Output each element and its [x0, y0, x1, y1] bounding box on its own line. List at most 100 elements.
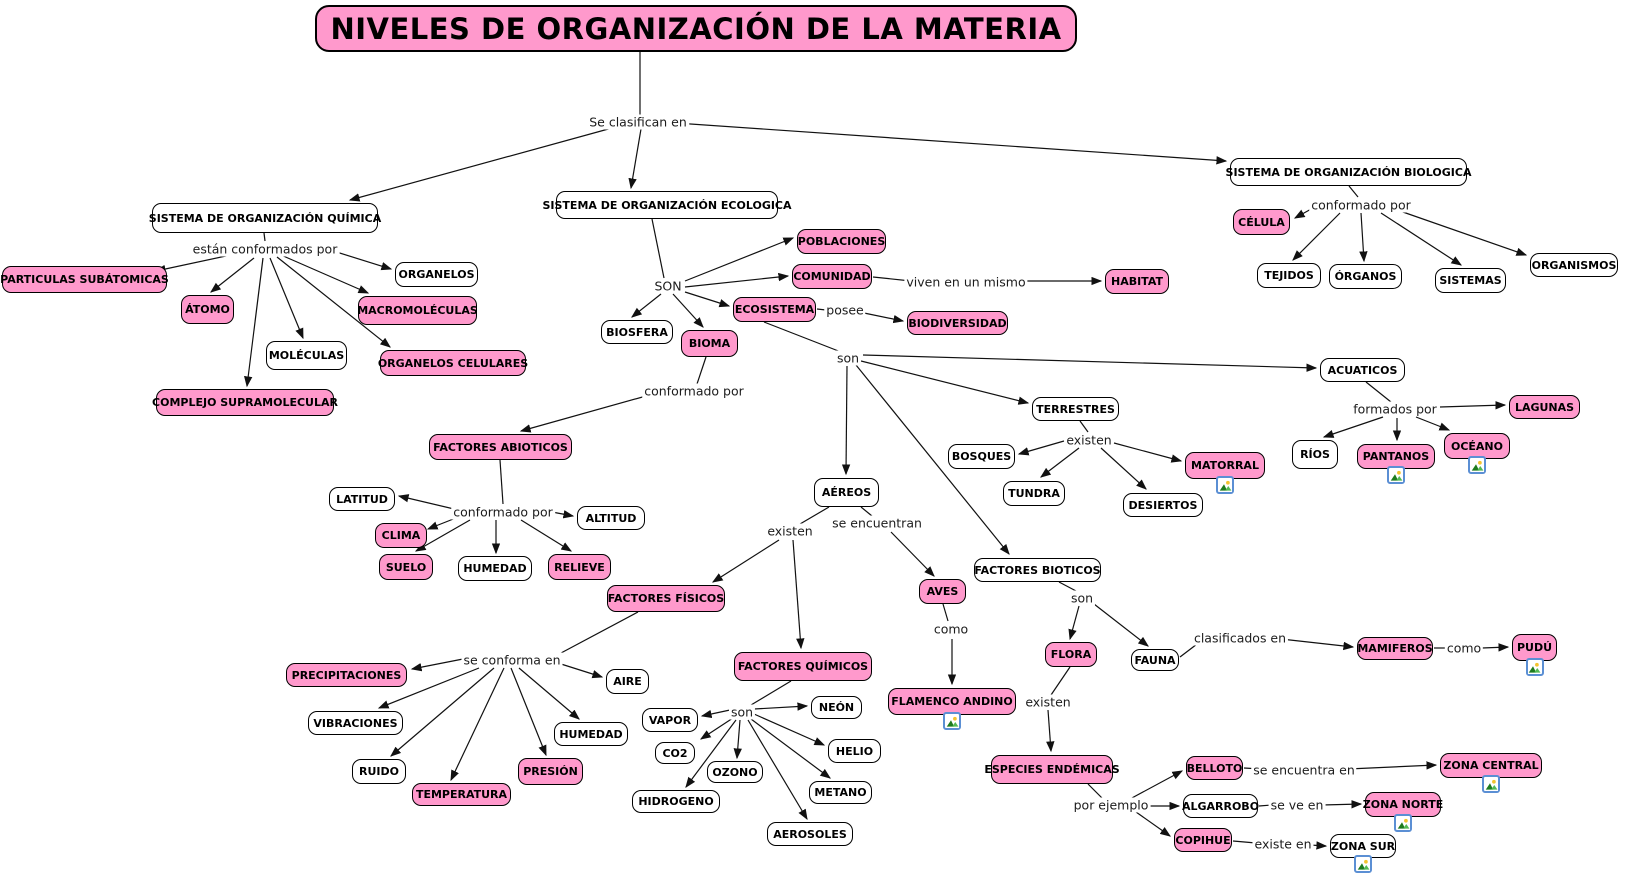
node-biodiversidad[interactable]: BIODIVERSIDAD [907, 311, 1008, 335]
node-precipitaciones[interactable]: PRECIPITACIONES [286, 663, 407, 687]
image-resource-icon[interactable] [943, 712, 961, 730]
node-latitud[interactable]: LATITUD [329, 487, 395, 511]
link-label-se-encuentran[interactable]: se encuentran [830, 515, 924, 531]
link-label-como-aves[interactable]: como [931, 621, 971, 637]
node-factores-abioticos[interactable]: FACTORES ABIOTICOS [429, 434, 572, 460]
node-aves[interactable]: AVES [919, 579, 966, 604]
image-resource-icon[interactable] [1525, 658, 1544, 676]
link-label-viven-en-un-mismo[interactable]: viven en un mismo [904, 274, 1028, 290]
link-label-existe-en[interactable]: existe en [1252, 836, 1314, 852]
node-copihue[interactable]: COPIHUE [1174, 828, 1232, 852]
node-complejo-supramolecular[interactable]: COMPLEJO SUPRAMOLECULAR [152, 389, 338, 416]
link-label-son-ecologica[interactable]: SON [652, 278, 684, 294]
node-fauna[interactable]: FAUNA [1131, 649, 1179, 671]
node-tundra[interactable]: TUNDRA [1003, 481, 1065, 506]
node-terrestres[interactable]: TERRESTRES [1032, 397, 1119, 421]
link-label-son-bioticos[interactable]: son [1068, 590, 1096, 606]
link-label-se-clasifican-en[interactable]: Se clasifican en [587, 114, 689, 130]
node-hidrogeno[interactable]: HIDROGENO [632, 790, 720, 813]
node-factores-fisicos[interactable]: FACTORES FÍSICOS [607, 585, 725, 612]
node-comunidad[interactable]: COMUNIDAD [792, 264, 872, 289]
node-flora[interactable]: FLORA [1045, 642, 1097, 667]
link-label-conformado-por-biologica[interactable]: conformado por [1309, 197, 1413, 213]
node-pudu[interactable]: PUDÚ [1512, 634, 1557, 661]
link-label-son-ecosistema[interactable]: son [834, 350, 862, 366]
link-label-por-ejemplo[interactable]: por ejemplo [1071, 797, 1151, 813]
node-especies-endemicas[interactable]: ESPECIES ENDÉMICAS [984, 755, 1120, 784]
node-pantanos[interactable]: PANTANOS [1357, 444, 1435, 469]
link-label-posee[interactable]: posee [824, 302, 866, 318]
link-label-se-ve-en[interactable]: se ve en [1268, 797, 1326, 813]
link-label-existen-flora[interactable]: existen [1023, 694, 1073, 710]
node-factores-bioticos[interactable]: FACTORES BIOTICOS [974, 558, 1101, 582]
node-suelo[interactable]: SUELO [379, 554, 433, 580]
node-bioma[interactable]: BIOMA [681, 330, 738, 357]
node-macromoleculas[interactable]: MACROMOLÉCULAS [357, 296, 478, 325]
node-organelos[interactable]: ORGANELOS [395, 262, 478, 287]
node-neon[interactable]: NEÓN [811, 696, 862, 719]
node-presion[interactable]: PRESIÓN [518, 758, 583, 785]
node-zona-central[interactable]: ZONA CENTRAL [1440, 753, 1542, 778]
node-relieve[interactable]: RELIEVE [548, 554, 611, 580]
node-sistema-ecologica[interactable]: SISTEMA DE ORGANIZACIÓN ECOLOGICA [542, 191, 792, 219]
node-particulas-subatomicas[interactable]: PARTICULAS SUBÁTOMICAS [0, 266, 169, 293]
node-tejidos[interactable]: TEJIDOS [1257, 263, 1321, 288]
node-zona-sur[interactable]: ZONA SUR [1330, 834, 1396, 858]
link-label-se-conforma-en[interactable]: se conforma en [461, 652, 563, 668]
link-label-como-mamiferos[interactable]: como [1444, 640, 1484, 656]
node-aerosoles[interactable]: AEROSOLES [767, 822, 853, 846]
link-label-son-quimicos[interactable]: son [728, 704, 756, 720]
node-rios[interactable]: RÍOS [1292, 440, 1338, 469]
node-factores-quimicos[interactable]: FACTORES QUÍMICOS [734, 652, 872, 681]
node-moleculas[interactable]: MOLÉCULAS [266, 341, 347, 370]
node-organos[interactable]: ÓRGANOS [1329, 264, 1402, 289]
link-label-existen-terrestres[interactable]: existen [1064, 432, 1114, 448]
node-humedad-abiotico[interactable]: HUMEDAD [458, 556, 532, 581]
link-label-se-encuentra-en[interactable]: se encuentra en [1251, 762, 1357, 778]
node-flamenco-andino[interactable]: FLAMENCO ANDINO [888, 688, 1016, 715]
node-co2[interactable]: CO2 [655, 742, 695, 764]
node-aereos[interactable]: AÉREOS [814, 478, 879, 507]
node-matorral[interactable]: MATORRAL [1185, 452, 1265, 479]
node-humedad-fisico[interactable]: HUMEDAD [554, 722, 628, 746]
node-altitud[interactable]: ALTITUD [577, 506, 645, 530]
node-helio[interactable]: HELIO [828, 739, 881, 763]
link-label-conformado-por-bioma[interactable]: conformado por [642, 383, 746, 399]
node-desiertos[interactable]: DESIERTOS [1123, 493, 1203, 517]
node-sistemas[interactable]: SISTEMAS [1435, 268, 1506, 293]
node-organismos[interactable]: ORGANISMOS [1530, 253, 1618, 277]
link-label-existen-aereos[interactable]: existen [765, 523, 815, 539]
node-ruido[interactable]: RUIDO [352, 759, 406, 784]
image-resource-icon[interactable] [1394, 814, 1412, 832]
image-resource-icon[interactable] [1387, 466, 1405, 484]
node-metano[interactable]: METANO [809, 781, 872, 804]
node-mamiferos[interactable]: MAMIFEROS [1357, 637, 1433, 660]
node-temperatura[interactable]: TEMPERATURA [412, 783, 511, 806]
node-aire[interactable]: AIRE [606, 669, 649, 694]
link-label-formados-por[interactable]: formados por [1351, 401, 1439, 417]
node-lagunas[interactable]: LAGUNAS [1509, 395, 1580, 419]
node-acuaticos[interactable]: ACUATICOS [1320, 358, 1405, 382]
node-biosfera[interactable]: BIOSFERA [601, 320, 673, 344]
node-sistema-biologica[interactable]: SISTEMA DE ORGANIZACIÓN BIOLOGICA [1226, 158, 1471, 186]
node-sistema-quimica[interactable]: SISTEMA DE ORGANIZACIÓN QUÍMICA [149, 203, 381, 233]
node-ecosistema[interactable]: ECOSISTEMA [733, 297, 816, 322]
node-celula[interactable]: CÉLULA [1233, 209, 1290, 235]
node-atomo[interactable]: ÁTOMO [181, 295, 234, 324]
image-resource-icon[interactable] [1468, 456, 1486, 474]
link-label-clasificados-en[interactable]: clasificados en [1191, 630, 1289, 646]
image-resource-icon[interactable] [1354, 855, 1372, 873]
node-title[interactable]: NIVELES DE ORGANIZACIÓN DE LA MATERIA [315, 5, 1077, 52]
link-label-conformado-por-abioticos[interactable]: conformado por [451, 504, 555, 520]
node-vibraciones[interactable]: VIBRACIONES [308, 711, 403, 735]
node-ozono[interactable]: OZONO [707, 761, 763, 783]
node-algarrobo[interactable]: ALGARROBO [1182, 794, 1259, 818]
image-resource-icon[interactable] [1482, 775, 1500, 793]
node-bosques[interactable]: BOSQUES [948, 444, 1015, 469]
node-habitat[interactable]: HABITAT [1105, 269, 1169, 294]
node-clima[interactable]: CLIMA [375, 523, 427, 548]
node-organelos-celulares[interactable]: ORGANELOS CELULARES [378, 350, 528, 376]
node-poblaciones[interactable]: POBLACIONES [797, 229, 886, 254]
node-oceano[interactable]: OCÉANO [1444, 433, 1510, 459]
link-label-estan-conformados-por[interactable]: están conformados por [190, 241, 340, 257]
